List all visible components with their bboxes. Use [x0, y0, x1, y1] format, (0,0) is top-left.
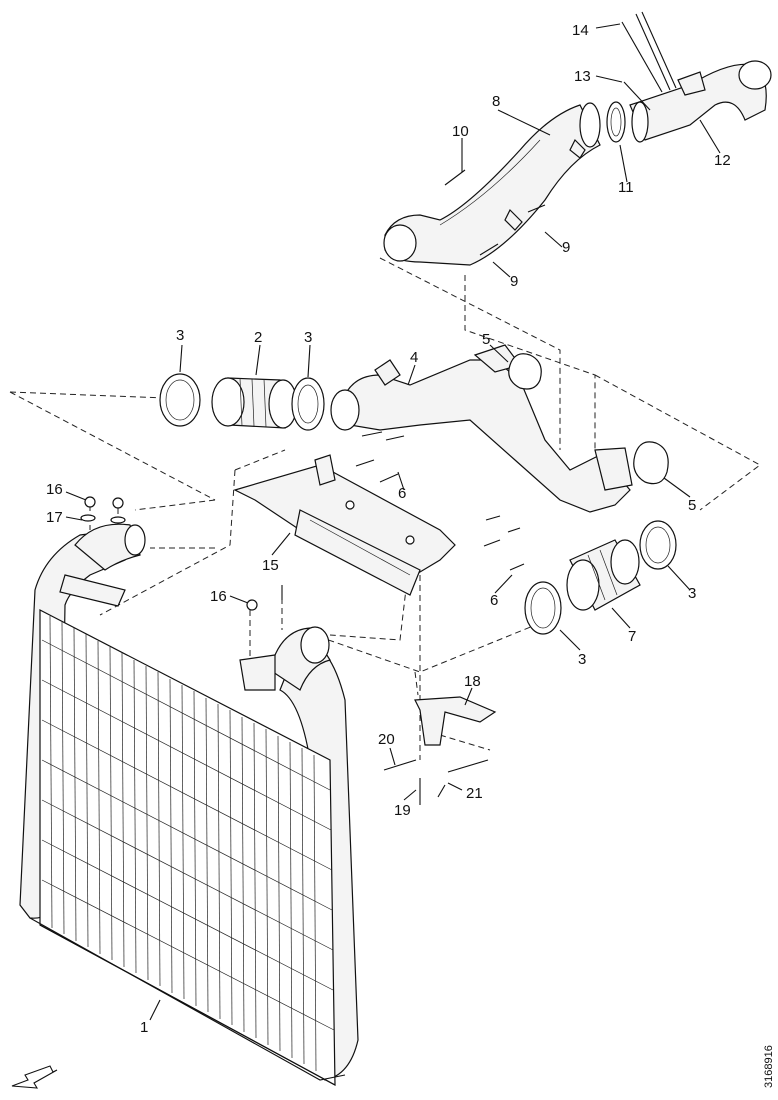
callout-17: 17	[46, 509, 63, 526]
support-bracket	[414, 696, 497, 746]
callout-3: 3	[578, 651, 586, 668]
callout-3: 3	[304, 329, 312, 346]
callout-1: 1	[140, 1019, 148, 1036]
callout-14: 14	[572, 22, 589, 39]
callout-8: 8	[492, 93, 500, 110]
mounting-bracket	[233, 454, 456, 596]
turbo-outlet-pipe	[629, 60, 772, 143]
assembly-guide-lines	[9, 257, 761, 760]
callout-9: 9	[562, 239, 570, 256]
callout-labels: 1 2 3 3 3 3 4 5 5 6 6 7 8 9 9 10 11 12 1…	[46, 22, 731, 1036]
charge-air-pipe-upper	[383, 102, 601, 266]
fasteners	[80, 11, 677, 805]
intercooler-radiator	[19, 523, 359, 1087]
gasket-upper	[508, 353, 542, 390]
leader-lines	[65, 23, 721, 1021]
gasket-lower	[633, 441, 669, 485]
charge-air-pipe-lower	[330, 344, 633, 513]
callout-5: 5	[482, 331, 490, 348]
callout-4: 4	[410, 349, 418, 366]
outlet-hose	[566, 539, 641, 611]
callout-16: 16	[46, 481, 63, 498]
callout-12: 12	[714, 152, 731, 169]
callout-11: 11	[618, 179, 634, 196]
hose-clamp-upper-left	[159, 373, 201, 427]
callout-7: 7	[628, 628, 636, 645]
callout-16: 16	[210, 588, 227, 605]
callout-15: 15	[262, 557, 279, 574]
callout-13: 13	[574, 68, 591, 85]
callout-5: 5	[688, 497, 696, 514]
intake-hose	[211, 377, 298, 429]
direction-arrow-icon	[11, 1065, 58, 1089]
reference-code: 3168916	[763, 1045, 775, 1088]
callout-3: 3	[176, 327, 184, 344]
callout-10: 10	[452, 123, 469, 140]
callout-6: 6	[398, 485, 406, 502]
callout-3: 3	[688, 585, 696, 602]
callout-19: 19	[394, 802, 411, 819]
callout-21: 21	[466, 785, 483, 802]
callout-2: 2	[254, 329, 262, 346]
callout-6: 6	[490, 592, 498, 609]
hose-clamp-upper-right	[291, 377, 325, 431]
o-ring	[606, 101, 626, 143]
callout-20: 20	[378, 731, 395, 748]
hose-clamp-lower-left	[524, 581, 562, 635]
callout-9: 9	[510, 273, 518, 290]
outlet-elbow	[239, 626, 331, 691]
callout-18: 18	[464, 673, 481, 690]
hose-clamp-lower-right	[639, 520, 677, 570]
